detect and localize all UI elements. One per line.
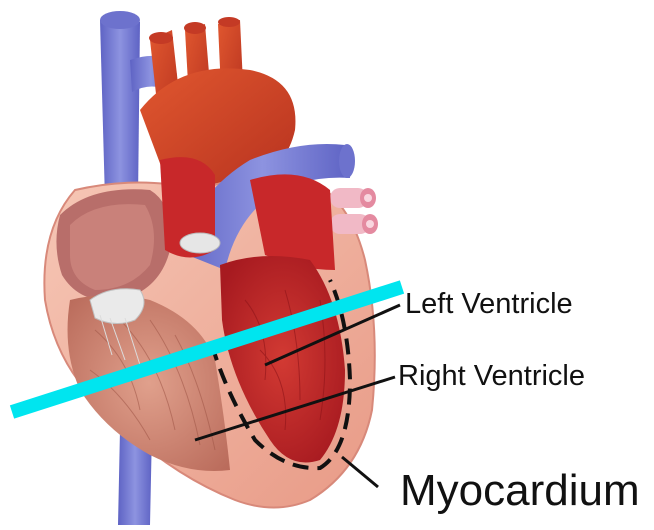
label-right-ventricle: Right Ventricle: [398, 360, 585, 392]
leader-myocardium: [342, 457, 378, 487]
label-left-ventricle: Left Ventricle: [405, 288, 573, 320]
label-myocardium: Myocardium: [400, 466, 640, 515]
pulmonary-valve-icon: [180, 233, 220, 253]
